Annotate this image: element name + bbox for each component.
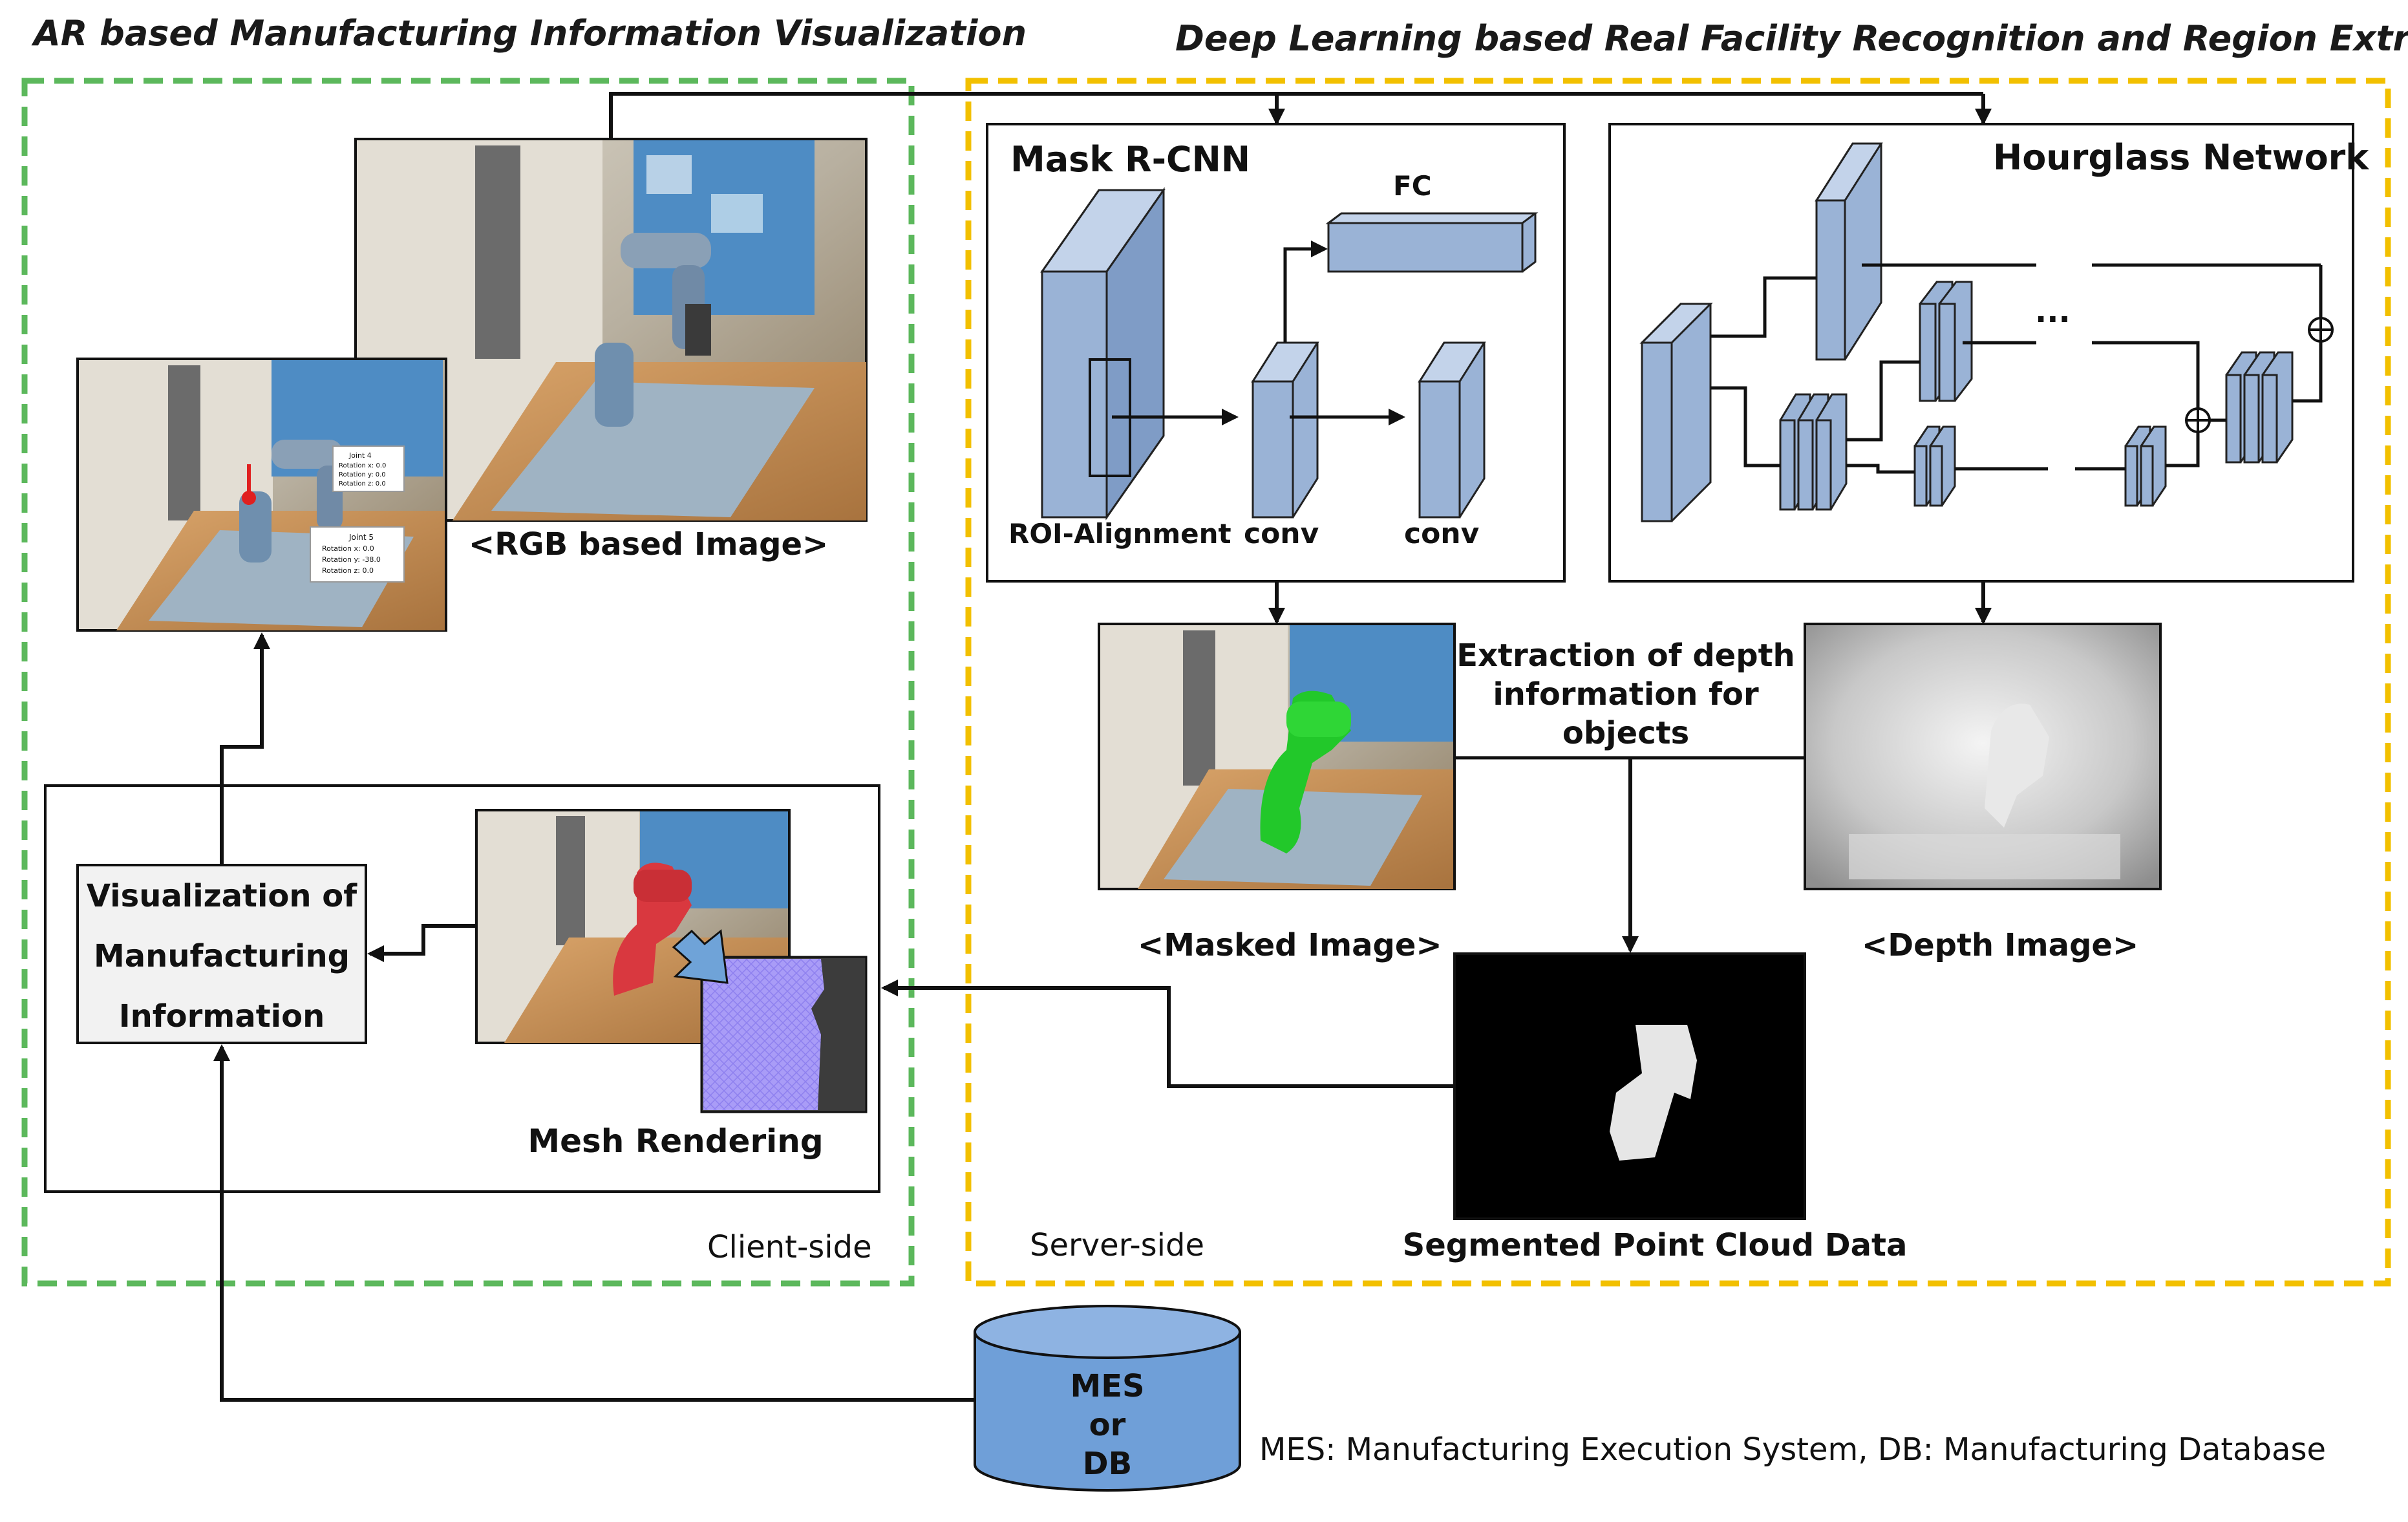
hourglass-title: Hourglass Network <box>1993 137 2369 178</box>
extraction-line-2: information for <box>1493 676 1759 713</box>
mesh-to-visualization-arrow <box>367 924 476 962</box>
db-to-visualization-arrow <box>213 1044 975 1402</box>
visualization-line-1: Visualization of <box>87 878 357 914</box>
visualization-box <box>76 864 367 1044</box>
point-cloud-label: Segmented Point Cloud Data <box>1403 1227 1908 1263</box>
depth-image <box>1804 623 2162 890</box>
extraction-line-3: objects <box>1562 715 1689 751</box>
ar-joint-marker <box>242 491 256 505</box>
hg-input-block <box>1639 303 1713 522</box>
ar-joint-bottom-line-3: Rotation y: -38.0 <box>322 555 381 564</box>
hg-upsample-mid-block <box>2225 351 2294 464</box>
visualization-to-ar-arrow <box>220 632 270 865</box>
extraction-line-1: Extraction of depth <box>1456 638 1795 674</box>
ar-joint-bottom-line-4: Rotation z: 0.0 <box>322 566 374 575</box>
joint-info-card-top <box>332 445 405 492</box>
ar-joint-bottom-line-1: Joint 5 <box>348 533 374 542</box>
hg-top-block <box>1815 142 1883 361</box>
ar-joint-top-line-1: Joint 4 <box>348 451 372 460</box>
masked-image-label: <Masked Image> <box>1138 927 1442 963</box>
fc-label: FC <box>1393 170 1432 202</box>
server-side-label: Server-side <box>1030 1227 1204 1263</box>
feature-map-block <box>1040 187 1166 520</box>
right-section-title: Deep Learning based Real Facility Recogn… <box>1175 18 2408 59</box>
mask-rcnn-title: Mask R-CNN <box>1010 139 1250 180</box>
conv-block-2 <box>1418 341 1486 519</box>
db-line-1: MES <box>1070 1368 1144 1404</box>
mesh-transfer-arrow <box>672 929 729 984</box>
db-legend: MES: Manufacturing Execution System, DB:… <box>1259 1431 2326 1468</box>
rgb-image <box>354 138 868 522</box>
client-side-label: Client-side <box>707 1229 872 1265</box>
fc-block <box>1325 212 1539 273</box>
left-section-title: AR based Manufacturing Information Visua… <box>31 13 1027 54</box>
visualization-line-2: Manufacturing <box>94 938 350 974</box>
hourglass-network-block: Hourglass Network <box>1608 123 2369 583</box>
db-line-2: or <box>1089 1407 1126 1443</box>
mesh-rendering-label: Mesh Rendering <box>527 1122 823 1160</box>
pointcloud-to-client-arrow <box>881 980 1454 1088</box>
visualization-line-3: Information <box>119 998 325 1034</box>
ar-joint-bottom-line-2: Rotation x: 0.0 <box>322 544 374 553</box>
hg-bottom-block <box>1913 425 1956 507</box>
hg-upsample-low-block <box>2124 425 2167 507</box>
ar-visualization-image: Joint 4 Rotation x: 0.0 Rotation y: 0.0 … <box>76 358 447 632</box>
roi-alignment-label: ROI-Alignment <box>1008 518 1231 550</box>
hg-ellipsis: ··· <box>2035 301 2071 338</box>
masked-image <box>1098 623 1456 890</box>
conv-label-2: conv <box>1404 517 1480 550</box>
db-line-3: DB <box>1083 1446 1132 1482</box>
rgb-image-label: <RGB based Image> <box>469 526 828 563</box>
point-cloud-image <box>1453 952 1806 1220</box>
hg-connections <box>1710 263 2323 474</box>
conv-label-1: conv <box>1244 517 1319 550</box>
server-side-region <box>965 78 2391 1287</box>
mes-database-cylinder <box>974 1305 1241 1492</box>
joint-info-card-bottom <box>310 526 405 583</box>
depth-image-label: <Depth Image> <box>1862 927 2138 963</box>
rgb-to-networks-connector <box>609 92 1983 139</box>
mask-rcnn-block: Mask R-CNN FC <box>986 123 1566 583</box>
ar-joint-top-line-3: Rotation y: 0.0 <box>339 471 386 478</box>
hg-low-block <box>1779 393 1848 511</box>
conv-block-1 <box>1251 341 1319 519</box>
hg-mid-block <box>1919 281 1973 402</box>
client-side-region <box>21 78 915 1287</box>
mesh-rendering-image <box>475 809 868 1113</box>
ar-joint-top-line-2: Rotation x: 0.0 <box>339 462 386 469</box>
ar-joint-top-line-4: Rotation z: 0.0 <box>339 480 386 488</box>
conv-to-fc-arrow <box>1283 241 1328 343</box>
